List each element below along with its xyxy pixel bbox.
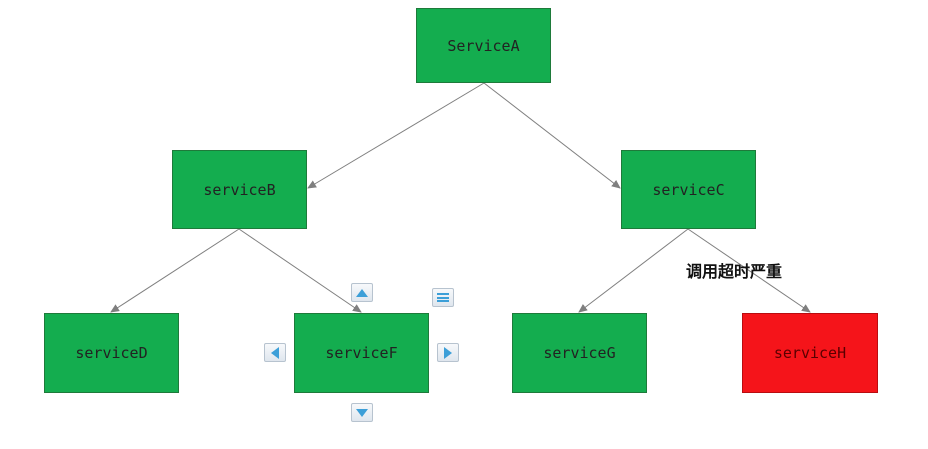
node-service-g[interactable]: serviceG (512, 313, 647, 393)
move-right-icon (444, 346, 452, 359)
move-right-handle[interactable] (437, 343, 459, 362)
edge-a-c (483, 82, 621, 189)
node-service-d[interactable]: serviceD (44, 313, 179, 393)
node-menu-handle[interactable] (432, 288, 454, 307)
edge-b-d (110, 228, 240, 313)
edge-c-g (578, 228, 689, 313)
node-service-f[interactable]: serviceF (294, 313, 429, 393)
node-service-c[interactable]: serviceC (621, 150, 756, 229)
move-up-icon (356, 288, 368, 297)
node-service-a[interactable]: ServiceA (416, 8, 551, 83)
move-up-handle[interactable] (351, 283, 373, 302)
node-service-b[interactable]: serviceB (172, 150, 307, 229)
menu-icon (437, 293, 449, 302)
move-left-handle[interactable] (264, 343, 286, 362)
edge-b-f (238, 228, 362, 313)
timeout-annotation: 调用超时严重 (686, 262, 783, 281)
move-down-icon (356, 408, 368, 417)
move-left-icon (271, 346, 279, 359)
node-service-h[interactable]: serviceH (742, 313, 878, 393)
edge-a-b (307, 82, 485, 189)
edge-c-h (687, 228, 811, 313)
move-down-handle[interactable] (351, 403, 373, 422)
